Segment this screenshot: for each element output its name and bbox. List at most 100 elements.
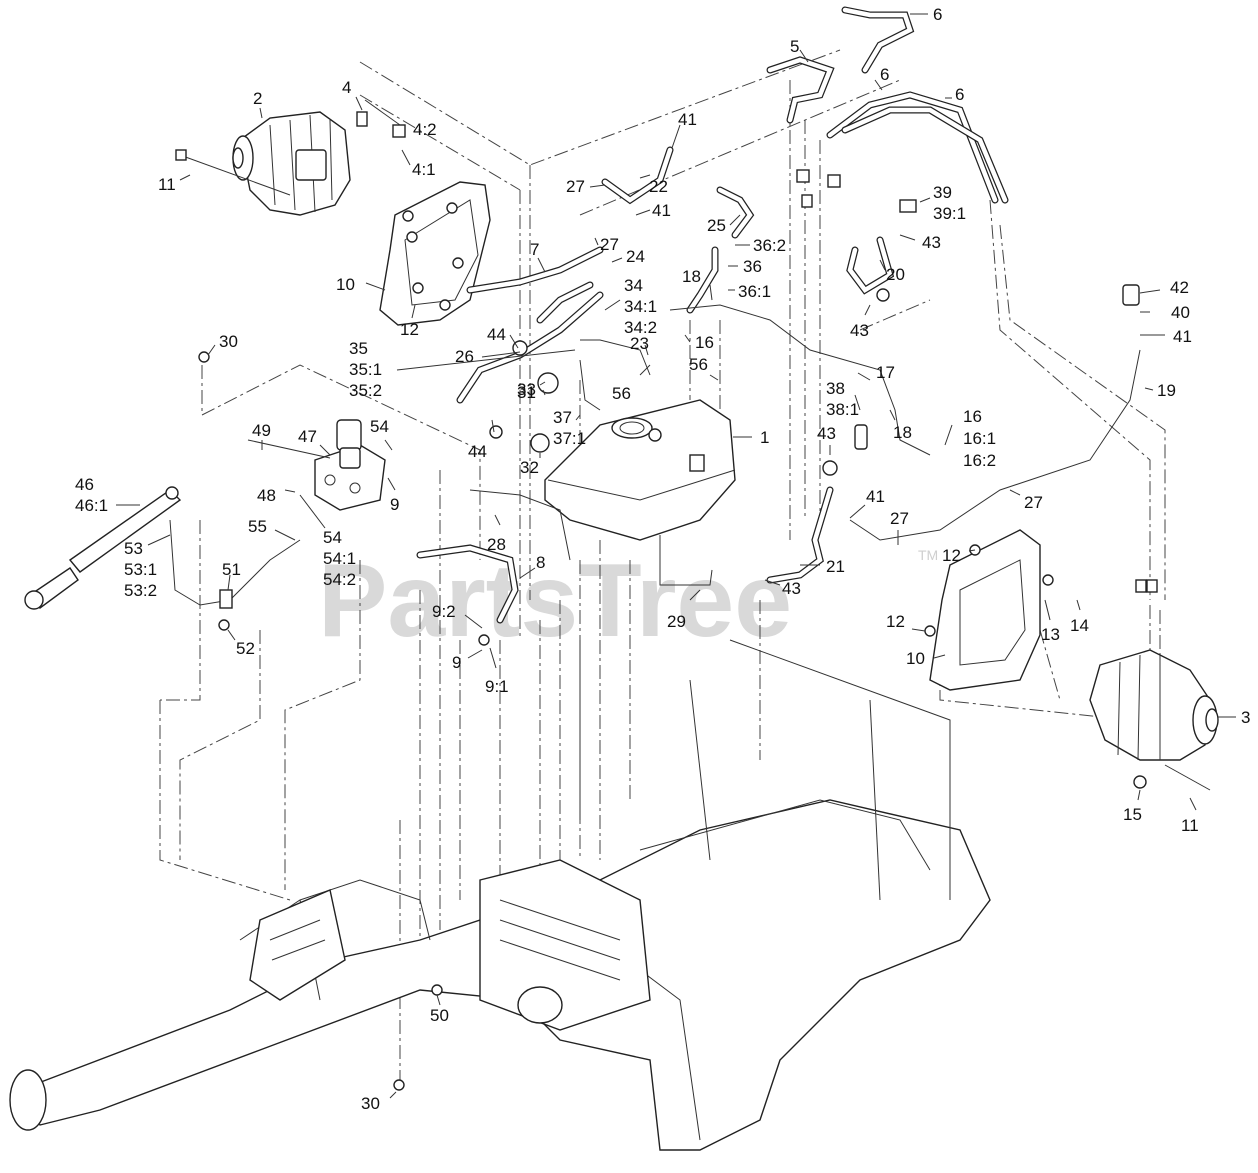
svg-text:55: 55 [248, 517, 267, 536]
svg-text:33: 33 [517, 380, 536, 399]
callout-7: 7 [530, 240, 546, 273]
svg-text:9: 9 [390, 495, 399, 514]
svg-text:21: 21 [826, 557, 845, 576]
svg-text:18: 18 [682, 267, 701, 286]
callout-39: 39 [919, 183, 952, 203]
callout-41-b: 41 [635, 201, 671, 220]
callout-30-a: 30 [207, 332, 238, 356]
svg-text:52: 52 [236, 639, 255, 658]
callout-18-a: 18 [682, 267, 713, 301]
callout-32: 32 [520, 453, 541, 477]
svg-text:27: 27 [566, 177, 585, 196]
callout-34-1: 34:1 [624, 297, 657, 316]
callout-1: 1 [733, 428, 769, 447]
callout-47: 47 [298, 427, 331, 456]
svg-text:11: 11 [158, 175, 176, 194]
callout-33: 33 [517, 380, 546, 399]
lift-cylinder [24, 486, 182, 610]
svg-text:5: 5 [790, 37, 799, 56]
callout-36: 36 [728, 257, 762, 276]
svg-text:41: 41 [678, 110, 697, 129]
callout-12-c: 12 [886, 612, 926, 632]
callout-13: 13 [1041, 599, 1060, 644]
callout-6-b: 6 [874, 65, 889, 91]
svg-text:30: 30 [361, 1094, 380, 1113]
callout-9-1: 9:1 [485, 647, 509, 696]
svg-text:9: 9 [452, 653, 461, 672]
fittings [198, 111, 1158, 1091]
callout-16-b: 16 [944, 407, 982, 446]
callout-53: 53 [124, 534, 171, 558]
callout-42: 42 [1139, 278, 1189, 297]
callout-43-c: 43 [817, 424, 836, 455]
svg-text:6: 6 [880, 65, 889, 84]
svg-text:54:1: 54:1 [323, 549, 356, 568]
callout-28: 28 [487, 514, 506, 554]
svg-text:31: 31 [517, 383, 536, 402]
svg-text:36:2: 36:2 [753, 236, 786, 255]
callout-46-1: 46:1 [75, 496, 108, 515]
callout-37: 37 [553, 408, 581, 427]
callout-49: 49 [252, 421, 271, 450]
svg-text:46: 46 [75, 475, 94, 494]
callout-8: 8 [519, 553, 545, 579]
callout-2: 2 [253, 89, 263, 119]
callout-48: 48 [257, 486, 296, 505]
callout-35-2: 35:2 [349, 381, 382, 400]
svg-text:16:2: 16:2 [963, 451, 996, 470]
callout-6-c: 6 [945, 85, 964, 104]
callout-16-1: 16:1 [963, 429, 996, 448]
pump-right [1089, 649, 1219, 791]
svg-text:40: 40 [1171, 303, 1190, 322]
watermark-tm: TM [918, 547, 938, 563]
svg-text:43: 43 [922, 233, 941, 252]
svg-text:27: 27 [600, 235, 619, 254]
svg-text:41: 41 [866, 487, 885, 506]
callout-23: 23 [630, 334, 649, 356]
svg-text:16:1: 16:1 [963, 429, 996, 448]
svg-text:14: 14 [1070, 616, 1089, 635]
callout-56-a: 56 [612, 364, 651, 403]
callout-43-b: 43 [850, 304, 871, 340]
callout-29: 29 [667, 589, 701, 631]
callout-26: 26 [455, 347, 521, 366]
callout-41-a: 41 [671, 110, 697, 149]
svg-text:25: 25 [707, 216, 726, 235]
svg-text:20: 20 [886, 265, 905, 284]
callouts: 1 2 3 4 4:1 4:2 5 6 6 6 7 8 9 9 9:1 9:2 … [75, 5, 1250, 1113]
callout-35-1: 35:1 [349, 360, 382, 379]
svg-text:2: 2 [253, 89, 262, 108]
callout-4-a: 4 [342, 78, 363, 111]
svg-text:16: 16 [695, 333, 714, 352]
callout-16-2: 16:2 [963, 451, 996, 470]
svg-text:37: 37 [553, 408, 572, 427]
callout-41-d: 41 [849, 487, 885, 519]
watermark-text: PartsTree [318, 543, 792, 659]
callout-53-2: 53:2 [124, 581, 157, 600]
svg-text:43: 43 [817, 424, 836, 443]
callout-11-a: 11 [158, 174, 191, 194]
callout-38-1: 38:1 [826, 400, 859, 419]
hydraulic-tank [544, 399, 736, 541]
svg-text:32: 32 [520, 458, 539, 477]
svg-text:4:1: 4:1 [412, 160, 436, 179]
svg-text:9:2: 9:2 [432, 602, 456, 621]
callout-10-a: 10 [336, 275, 386, 294]
callout-55: 55 [248, 517, 296, 541]
svg-text:53:1: 53:1 [124, 560, 157, 579]
svg-text:49: 49 [252, 421, 271, 440]
svg-text:28: 28 [487, 535, 506, 554]
svg-text:53: 53 [124, 539, 143, 558]
svg-text:44: 44 [468, 442, 487, 461]
callout-9-a: 9 [387, 477, 399, 514]
svg-text:10: 10 [336, 275, 355, 294]
svg-text:27: 27 [890, 509, 909, 528]
svg-text:6: 6 [955, 85, 964, 104]
svg-text:36:1: 36:1 [738, 282, 771, 301]
svg-text:38: 38 [826, 379, 845, 398]
callout-5: 5 [790, 37, 809, 63]
callout-31: 31 [517, 383, 546, 402]
callout-53-1: 53:1 [124, 560, 157, 579]
svg-text:11: 11 [1181, 816, 1199, 835]
